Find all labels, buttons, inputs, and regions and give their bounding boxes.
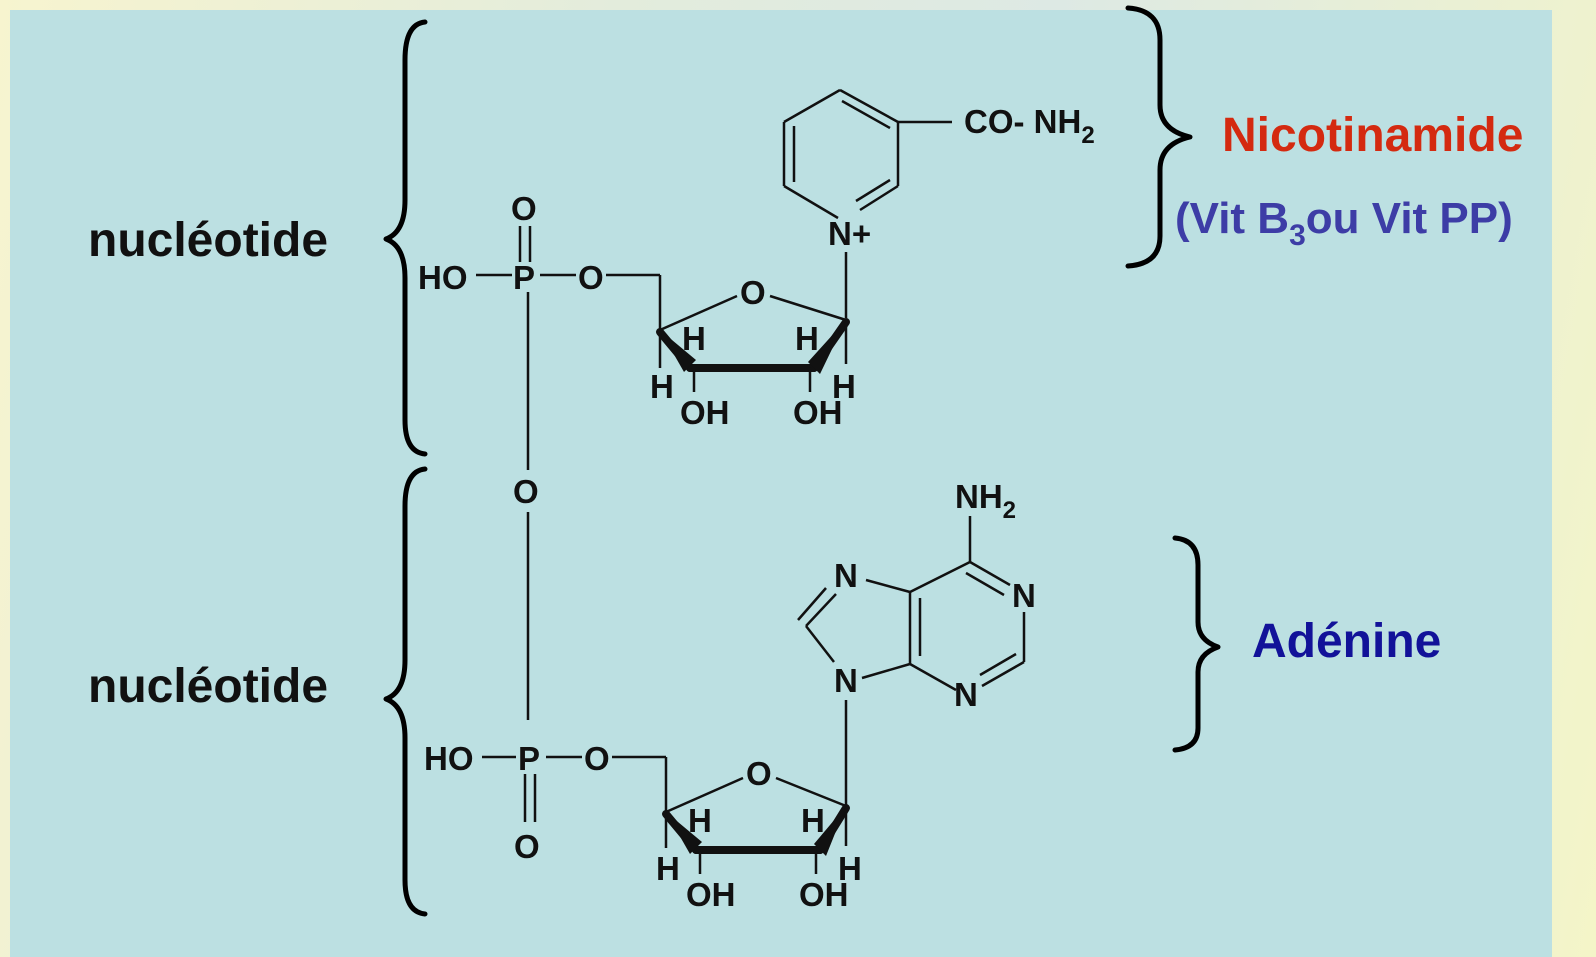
nucleotide-label-top: nucléotide — [88, 214, 328, 267]
adenine-n9: N — [834, 662, 858, 699]
top-ribose-h-1: H — [682, 320, 706, 357]
left-brace-bottom — [383, 466, 428, 917]
left-brace-top — [383, 19, 428, 457]
bottom-hydroxyl-label: HO — [424, 740, 474, 777]
top-ester-oxygen: O — [578, 259, 604, 296]
right-brace-adenine — [1172, 535, 1221, 753]
pyridinium-nitrogen: N+ — [828, 215, 871, 252]
bottom-ester-oxygen: O — [584, 740, 610, 777]
top-phosphate-group: O HO P O — [418, 190, 662, 470]
adenine-label: Adénine — [1252, 615, 1441, 668]
top-ribose-h-4: H — [832, 368, 856, 405]
bottom-ribose-h-4: H — [838, 850, 862, 887]
top-ribose-oh-1: OH — [680, 394, 730, 431]
bottom-phosphate-oxo: O — [514, 828, 540, 865]
top-hydroxyl-label: HO — [418, 259, 468, 296]
adenine-n1: N — [1012, 577, 1036, 614]
adenine-amine-text: NH — [955, 478, 1003, 515]
bottom-ribose-oh-2: OH — [799, 876, 849, 913]
top-phosphorus: P — [513, 259, 535, 296]
nucleotide-label-bottom: nucléotide — [88, 660, 328, 713]
bottom-ribose-oh-1: OH — [686, 876, 736, 913]
nicotinamide-label: Nicotinamide — [1222, 109, 1523, 162]
bottom-ribose-ring: O H H H H OH OH — [656, 755, 862, 913]
top-ribose-h-2: H — [795, 320, 819, 357]
vitamin-label-sub: 3 — [1289, 219, 1306, 252]
adenine-amine-sub: 2 — [1003, 497, 1016, 524]
bridging-oxygen: O — [513, 473, 539, 510]
adenine-ring: NH2 N N N N — [797, 478, 1036, 806]
vitamin-label-open: (Vit B — [1175, 194, 1289, 243]
top-phosphate-oxo: O — [511, 190, 537, 227]
top-ribose-ring: O H H H H OH OH — [650, 274, 856, 431]
carboxamide-text: CO- NH — [964, 103, 1081, 140]
bottom-ribose-h-3: H — [656, 850, 680, 887]
vitamin-label-close: ou Vit PP) — [1306, 194, 1513, 243]
adenine-n7: N — [834, 557, 858, 594]
bottom-ring-oxygen: O — [746, 755, 772, 792]
adenine-n3: N — [954, 676, 978, 713]
slide-panel — [10, 10, 1552, 957]
bottom-ribose-h-1: H — [688, 802, 712, 839]
carboxamide-label: CO- NH2 — [964, 103, 1095, 149]
carboxamide-sub: 2 — [1081, 122, 1094, 149]
nicotinamide-ring: N+ CO- NH2 — [782, 88, 1095, 318]
top-ribose-h-3: H — [650, 368, 674, 405]
top-ribose-oh-2: OH — [793, 394, 843, 431]
vitamin-label: (Vit B3ou Vit PP) — [1175, 194, 1513, 252]
right-brace-nicotinamide — [1125, 5, 1193, 269]
adenine-amine-label: NH2 — [955, 478, 1016, 524]
top-ring-oxygen: O — [740, 274, 766, 311]
bottom-phosphate-group: HO P O O — [424, 740, 668, 865]
bottom-ribose-h-2: H — [801, 802, 825, 839]
bottom-phosphorus: P — [518, 740, 540, 777]
